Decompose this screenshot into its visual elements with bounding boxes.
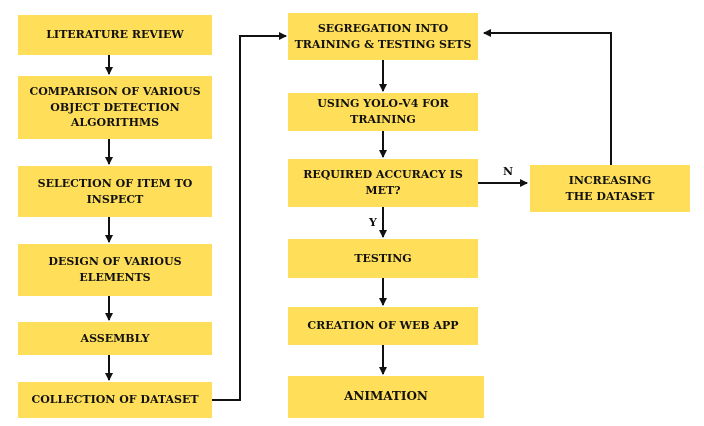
box-animation: ANIMATION xyxy=(288,376,484,418)
box-selection-item: SELECTION OF ITEM TO INSPECT xyxy=(18,166,212,217)
box-comparison-algorithms: COMPARISON OF VARIOUS OBJECT DETECTION A… xyxy=(18,76,212,139)
box-literature-review: LITERATURE REVIEW xyxy=(18,15,212,55)
box-accuracy-check: REQUIRED ACCURACY IS MET? xyxy=(288,159,478,207)
arrow-feedback xyxy=(483,29,612,165)
box-increasing-dataset: INCREASING THE DATASET xyxy=(530,165,690,212)
label-yes: Y xyxy=(369,216,377,229)
label-no: N xyxy=(503,165,514,178)
box-web-app: CREATION OF WEB APP xyxy=(288,307,478,345)
box-segregation: SEGREGATION INTO TRAINING & TESTING SETS xyxy=(288,13,478,60)
box-collection-dataset: COLLECTION OF DATASET xyxy=(18,382,212,418)
box-yolo-training: USING YOLO-V4 FOR TRAINING xyxy=(288,93,478,131)
arrow-connector xyxy=(212,32,287,401)
box-testing: TESTING xyxy=(288,239,478,278)
box-design-elements: DESIGN OF VARIOUS ELEMENTS xyxy=(18,244,212,296)
box-assembly: ASSEMBLY xyxy=(18,322,212,355)
